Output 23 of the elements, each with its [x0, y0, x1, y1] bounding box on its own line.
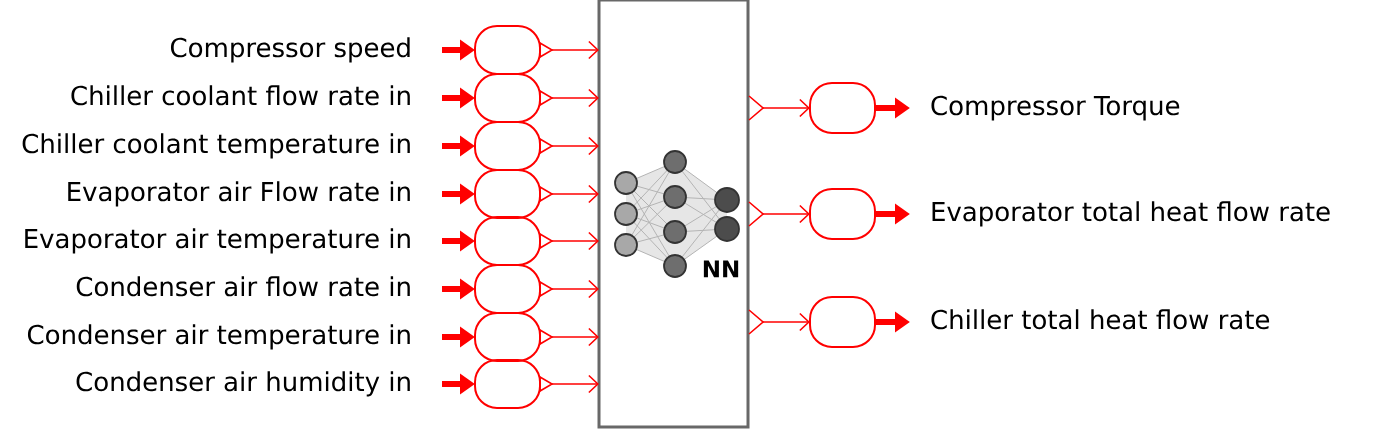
arrow: [551, 136, 599, 156]
signal-label: Compressor Torque: [931, 95, 1180, 121]
arrow: [551, 327, 599, 347]
signal-label: Chiller coolant temperature in: [22, 133, 410, 159]
arrow: [551, 279, 599, 299]
arrow: [762, 204, 810, 224]
arrow: [551, 231, 599, 251]
arrow: [551, 88, 599, 108]
signal-label: Compressor speed: [170, 37, 410, 63]
signal-label: Evaporator air temperature in: [25, 228, 410, 254]
signal-label: Evaporator air Flow rate in: [68, 181, 410, 207]
signal-label: Condenser air humidity in: [76, 371, 410, 397]
arrow: [762, 98, 810, 118]
signal-label: Evaporator total heat flow rate: [932, 201, 1330, 227]
signal-label: Chiller total heat flow rate: [931, 309, 1270, 330]
block-box: NN: [597, 0, 750, 429]
signal-label: Chiller coolant flow rate in: [71, 85, 410, 106]
arrow: [551, 184, 599, 204]
arrow: [762, 312, 810, 332]
arrow: [551, 374, 599, 394]
signal-label: Condenser air temperature in: [27, 324, 410, 350]
arrow: [551, 40, 599, 60]
signal-label: Condenser air flow rate in: [76, 276, 410, 297]
